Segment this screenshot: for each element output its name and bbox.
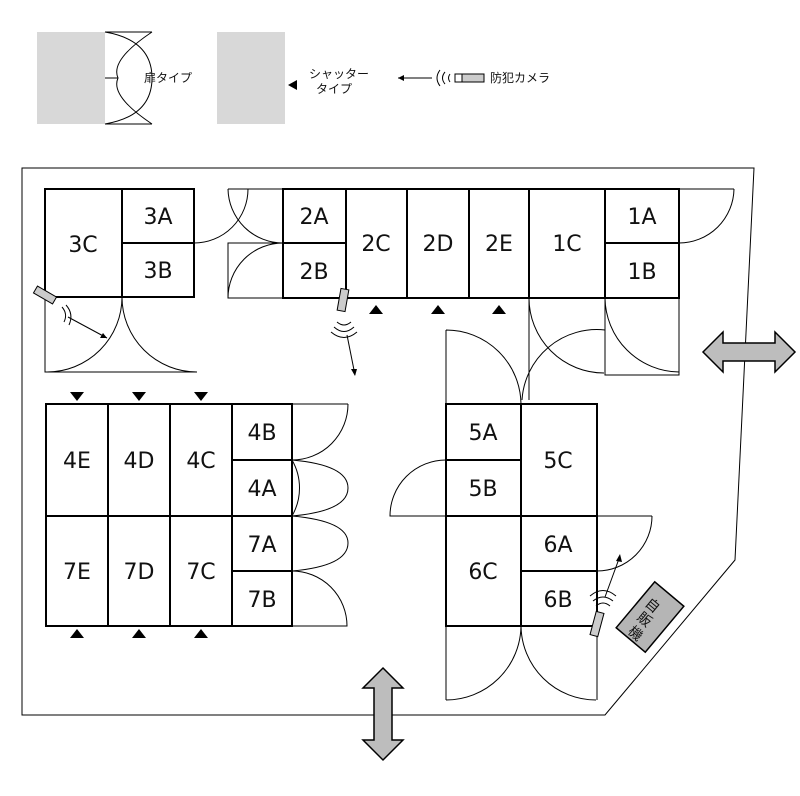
- unit-1B: [604, 242, 680, 299]
- camera-2: [330, 287, 358, 376]
- shutter-2E: [492, 305, 506, 314]
- shutter-4E: [70, 392, 84, 401]
- unit-3A-label: 3A: [143, 205, 172, 230]
- legend-shutter-label-2: タイプ: [316, 82, 352, 96]
- shutter-4D: [132, 392, 146, 401]
- door-3C-arc: [46, 296, 123, 373]
- entrance-arrow-south: [361, 666, 405, 762]
- unit-5B-label: 5B: [468, 477, 497, 502]
- unit-5A-label: 5A: [468, 421, 497, 446]
- unit-2A-label: 2A: [299, 205, 328, 230]
- door-6B: [520, 625, 598, 701]
- unit-5A: [445, 403, 522, 461]
- unit-5B: [445, 459, 522, 517]
- unit-2D: [406, 188, 470, 299]
- shutter-7D: [132, 629, 146, 638]
- unit-5C: [520, 403, 598, 517]
- unit-4C-label: 4C: [186, 449, 215, 474]
- door-2B: [227, 242, 284, 299]
- block-5-6: 5A 5B 5C 6C 6A 6B: [389, 329, 653, 701]
- camera-1: [32, 285, 108, 339]
- unit-7D-label: 7D: [124, 560, 155, 585]
- unit-3B-label: 3B: [143, 259, 172, 284]
- legend-door-label: 扉タイプ: [144, 71, 192, 85]
- block-2-1: 2A 2B 2C 2D 2E 1C 1A 1B: [227, 188, 735, 401]
- unit-2C-label: 2C: [361, 232, 390, 257]
- unit-7E-label: 7E: [63, 560, 91, 585]
- unit-2C: [345, 188, 408, 299]
- unit-4B-label: 4B: [247, 421, 276, 446]
- vending-machine: 自 販 機: [615, 580, 685, 654]
- unit-6C: [445, 515, 522, 627]
- shutter-2D: [431, 305, 445, 314]
- site-boundary: [21, 167, 755, 716]
- unit-4A: [231, 459, 293, 517]
- unit-5C-label: 5C: [543, 449, 572, 474]
- legend-door-swatch: [37, 32, 105, 124]
- door-4A-arc: [291, 459, 349, 517]
- unit-4D: [107, 403, 171, 517]
- legend-shutter-swatch: [217, 32, 285, 124]
- block-4-7: 4E 4D 4C 4B 4A 7E 7D 7C 7A 7B: [45, 392, 349, 638]
- unit-1C-label: 1C: [552, 232, 581, 257]
- legend: 扉タイプ シャッター タイプ 防犯カメラ: [37, 31, 550, 125]
- door-7A: [291, 515, 349, 572]
- door-6C: [445, 625, 522, 701]
- unit-7C-label: 7C: [186, 560, 215, 585]
- door-5A: [445, 329, 522, 405]
- legend-door-arc: [116, 31, 153, 125]
- unit-2B-label: 2B: [299, 260, 328, 285]
- unit-7A-label: 7A: [247, 533, 276, 558]
- door-2A: [227, 188, 284, 244]
- legend-shutter-label-1: シャッター: [309, 67, 369, 81]
- shutter-7C: [194, 629, 208, 638]
- door-1B: [604, 297, 680, 376]
- door-6A: [596, 515, 653, 572]
- shutter-2C: [369, 305, 383, 314]
- unit-4D-label: 4D: [124, 449, 155, 474]
- unit-3C: [44, 188, 123, 298]
- block-3: 3C 3A 3B: [44, 188, 249, 373]
- unit-1B-label: 1B: [627, 260, 656, 285]
- unit-1C: [528, 188, 606, 299]
- door-3C: [44, 296, 198, 373]
- unit-2B: [282, 242, 347, 299]
- unit-3B: [121, 242, 195, 298]
- door-4A: [291, 459, 301, 517]
- unit-4A-label: 4A: [247, 477, 276, 502]
- door-3A: [193, 188, 249, 244]
- unit-6C-label: 6C: [468, 560, 497, 585]
- legend-door-icon: [104, 31, 153, 125]
- door-4B: [291, 403, 349, 461]
- unit-2D-label: 2D: [423, 232, 454, 257]
- unit-7B: [231, 570, 293, 627]
- legend-camera-label: 防犯カメラ: [490, 70, 550, 85]
- unit-4C: [169, 403, 233, 517]
- door-1C-arc: [521, 329, 606, 401]
- shutter-7E: [70, 629, 84, 638]
- shutter-4C: [194, 392, 208, 401]
- door-7B: [291, 570, 348, 627]
- unit-6A: [520, 515, 598, 572]
- unit-7C: [169, 515, 233, 627]
- legend-camera-icon: [398, 69, 485, 87]
- door-1C: [528, 297, 605, 400]
- door-5B: [389, 459, 447, 517]
- unit-1A-label: 1A: [627, 205, 656, 230]
- unit-6B-label: 6B: [543, 588, 572, 613]
- entrance-arrow-east: [701, 330, 797, 374]
- legend-shutter-icon: [288, 80, 297, 90]
- unit-2E: [468, 188, 530, 299]
- unit-6A-label: 6A: [543, 533, 572, 558]
- unit-2E-label: 2E: [485, 232, 513, 257]
- camera-3: [589, 554, 622, 638]
- unit-7B-label: 7B: [247, 588, 276, 613]
- door-1A: [678, 188, 735, 244]
- unit-3C-label: 3C: [68, 233, 97, 258]
- unit-4E-label: 4E: [63, 449, 91, 474]
- unit-7A: [231, 515, 293, 572]
